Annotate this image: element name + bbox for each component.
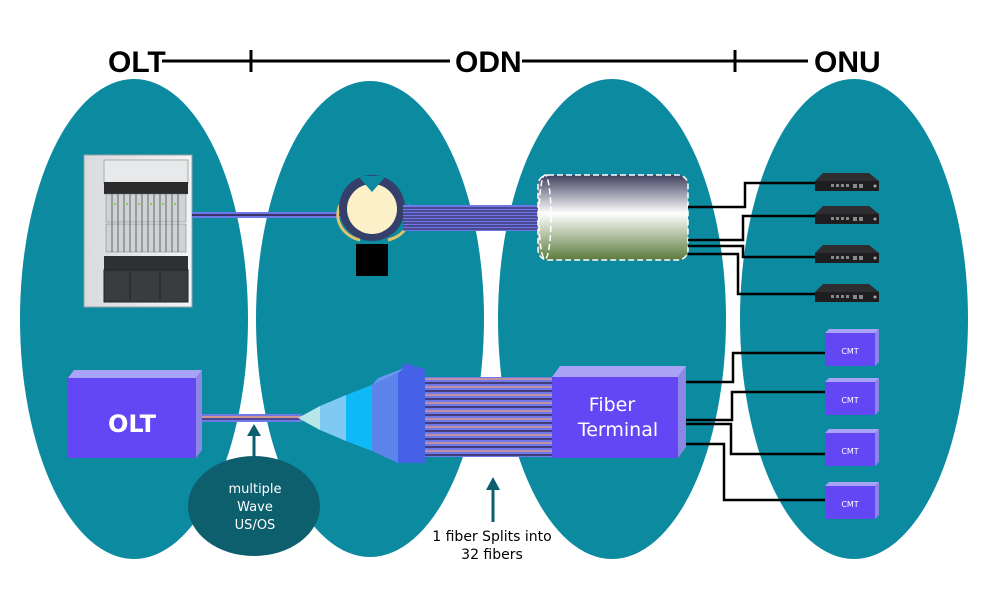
cmt-box: CMT: [825, 482, 879, 519]
split-text-1: 1 fiber Splits into: [432, 529, 552, 545]
olt-single-fiber: [202, 414, 302, 422]
split-annotation: 1 fiber Splits into 32 fibers: [432, 477, 552, 563]
header-odn: ODN: [455, 46, 522, 79]
splice-to-cable-fibers: [403, 205, 538, 231]
fiber-terminal-box: Fiber Terminal: [552, 366, 686, 458]
cmt-label: CMT: [841, 396, 858, 405]
terminal-to-cmt-wiring: [686, 351, 826, 502]
cable-to-onu-wiring: [688, 181, 815, 296]
split-text-2: 32 fibers: [461, 547, 523, 563]
header-onu: ONU: [814, 46, 881, 79]
olt-to-splice-fiber: [192, 212, 342, 218]
odn-zone-ellipse-2: [498, 79, 726, 559]
fiber-cable-cylinder: [537, 174, 689, 261]
wave-annotation: multiple Wave US/OS: [188, 424, 320, 556]
wave-text-2: Wave: [237, 500, 273, 515]
cmt-label: CMT: [841, 500, 858, 509]
onu-device: [815, 245, 879, 263]
split-fiber-bundle: [425, 377, 555, 457]
cmt-label: CMT: [841, 447, 858, 456]
cmt-label: CMT: [841, 347, 858, 356]
wave-text-1: multiple: [228, 482, 281, 497]
onu-device: [815, 206, 879, 224]
olt-box: OLT: [68, 370, 202, 458]
cmt-box: CMT: [825, 429, 879, 466]
cmt-box: CMT: [825, 329, 879, 366]
wave-bubble: [188, 456, 320, 556]
olt-box-label: OLT: [108, 410, 157, 438]
fiber-terminal-label-2: Terminal: [577, 419, 658, 441]
onu-device: [815, 173, 879, 191]
splitter-prism: [298, 363, 425, 463]
wave-text-3: US/OS: [235, 518, 276, 533]
fiber-terminal-label-1: Fiber: [589, 394, 636, 416]
onu-device: [815, 284, 879, 302]
onu-zone-ellipse: [740, 79, 968, 559]
cmt-box: CMT: [825, 378, 879, 415]
olt-chassis-image: [83, 154, 193, 308]
header-olt: OLT: [108, 46, 166, 79]
